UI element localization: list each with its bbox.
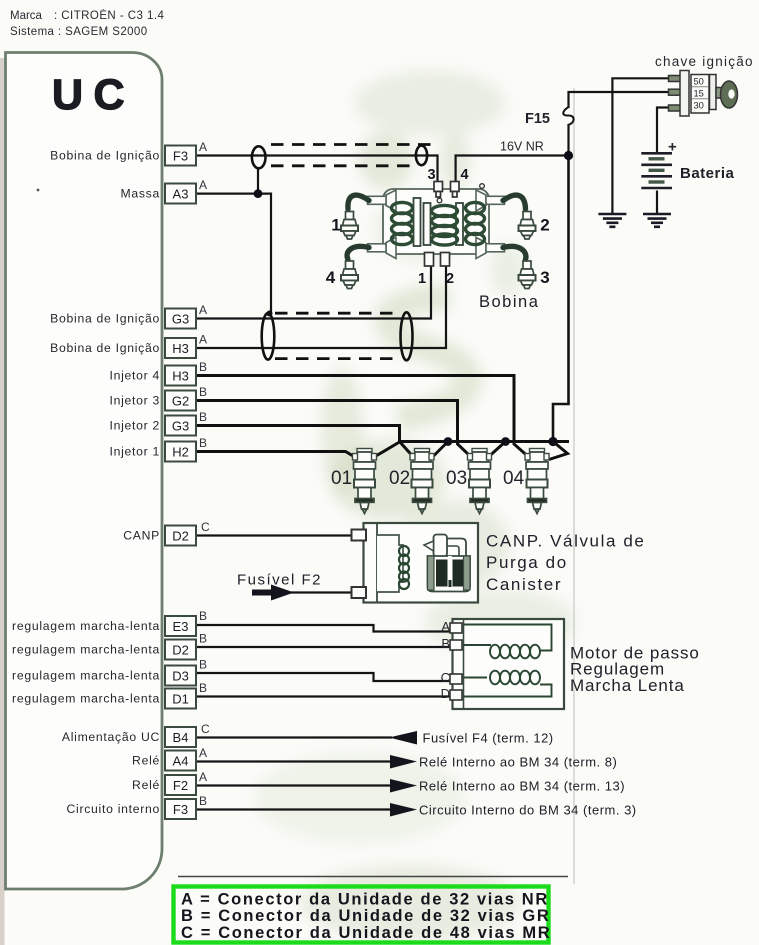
- svg-text:B: B: [199, 385, 207, 399]
- svg-text:A: A: [199, 303, 207, 317]
- svg-text:Bobina de Ignição: Bobina de Ignição: [50, 312, 160, 326]
- svg-text:02: 02: [389, 468, 410, 489]
- svg-text:Injetor 4: Injetor 4: [109, 369, 160, 383]
- svg-text:F15: F15: [525, 111, 550, 127]
- svg-text:Sistema : SAGEM S2000: Sistema : SAGEM S2000: [10, 26, 148, 38]
- svg-text:regulagem marcha-lenta: regulagem marcha-lenta: [12, 669, 160, 683]
- svg-text:A: A: [199, 178, 207, 192]
- svg-text:B: B: [199, 609, 207, 623]
- svg-text:B4: B4: [173, 730, 189, 745]
- svg-text:Relé: Relé: [132, 778, 160, 792]
- svg-text:F2: F2: [173, 778, 188, 793]
- svg-text:A: A: [199, 746, 207, 760]
- svg-text:B = Conector da Unidade de 32: B = Conector da Unidade de 32 vias GR: [181, 907, 550, 925]
- svg-text:2: 2: [446, 271, 454, 287]
- svg-text:G3: G3: [172, 419, 189, 434]
- svg-text:H3: H3: [172, 341, 189, 356]
- svg-text:H3: H3: [172, 369, 189, 384]
- svg-text:A: A: [441, 619, 450, 634]
- svg-text:Motor de passo: Motor de passo: [570, 644, 700, 663]
- svg-text:16V NR: 16V NR: [500, 140, 544, 154]
- svg-text:04: 04: [503, 468, 525, 489]
- svg-text:A: A: [199, 333, 207, 347]
- svg-text:15: 15: [694, 88, 704, 98]
- svg-text:A: A: [199, 770, 207, 784]
- svg-text:C = Conector da Unidade de 48: C = Conector da Unidade de 48 vias MR: [181, 924, 551, 942]
- svg-text:1: 1: [418, 271, 426, 287]
- svg-text:CANP: CANP: [123, 529, 160, 543]
- svg-text:01: 01: [331, 468, 352, 489]
- svg-text:Purga do: Purga do: [486, 553, 568, 572]
- svg-text:Injetor 3: Injetor 3: [109, 394, 160, 408]
- svg-text:Massa: Massa: [121, 187, 161, 201]
- svg-text:03: 03: [446, 468, 467, 489]
- svg-text:D1: D1: [172, 692, 189, 707]
- svg-text:A = Conector da Unidade de 32: A = Conector da Unidade de 32 vias NR: [181, 891, 549, 909]
- svg-text:Alimentação UC: Alimentação UC: [62, 730, 160, 744]
- svg-text:C: C: [201, 722, 210, 736]
- svg-text:2: 2: [540, 216, 549, 235]
- svg-text:Regulagem: Regulagem: [570, 660, 665, 679]
- svg-text:Circuito interno: Circuito interno: [67, 802, 160, 816]
- svg-text:D2: D2: [172, 643, 189, 658]
- svg-text:Fusível F2: Fusível F2: [237, 572, 322, 589]
- svg-text:B: B: [199, 658, 207, 672]
- svg-text:30: 30: [694, 100, 704, 110]
- svg-text:A4: A4: [173, 754, 189, 769]
- svg-text:D2: D2: [172, 529, 189, 544]
- svg-text:Injetor 1: Injetor 1: [109, 445, 160, 459]
- svg-text:E3: E3: [173, 619, 189, 634]
- svg-text:Circuito Interno do BM 34 (ter: Circuito Interno do BM 34 (term. 3): [419, 803, 637, 818]
- svg-text:regulagem marcha-lenta: regulagem marcha-lenta: [12, 643, 160, 657]
- svg-text:Relé Interno ao BM 34 (term. 1: Relé Interno ao BM 34 (term. 13): [419, 779, 625, 794]
- svg-text:C: C: [441, 670, 450, 685]
- svg-text:B: B: [199, 794, 207, 808]
- svg-text:+: +: [668, 139, 677, 156]
- svg-text:B: B: [199, 632, 207, 646]
- svg-text:A: A: [199, 140, 207, 154]
- svg-text:: CITROÉN - C3 1.4: : CITROÉN - C3 1.4: [54, 9, 164, 22]
- svg-text:B: B: [441, 636, 450, 651]
- svg-text:Relé Interno ao BM 34 (term. 8: Relé Interno ao BM 34 (term. 8): [419, 755, 617, 770]
- svg-text:Fusível F4 (term. 12): Fusível F4 (term. 12): [423, 731, 554, 746]
- svg-text:B: B: [199, 681, 207, 695]
- svg-text:4: 4: [326, 268, 336, 287]
- svg-text:Relé: Relé: [132, 754, 160, 768]
- svg-text:Marca: Marca: [10, 10, 43, 22]
- svg-text:4: 4: [460, 167, 468, 183]
- svg-text:3: 3: [540, 268, 549, 287]
- svg-text:F3: F3: [173, 149, 188, 164]
- svg-text:G2: G2: [172, 394, 189, 409]
- svg-text:50: 50: [694, 76, 704, 86]
- svg-text:Injetor 2: Injetor 2: [109, 419, 160, 433]
- svg-text:3: 3: [427, 167, 435, 183]
- svg-text:B: B: [199, 436, 207, 450]
- svg-text:chave ignição: chave ignição: [655, 54, 754, 69]
- svg-text:B: B: [199, 410, 207, 424]
- svg-text:D3: D3: [172, 669, 189, 684]
- svg-text:Bobina de Ignição: Bobina de Ignição: [50, 341, 160, 355]
- svg-text:Bateria: Bateria: [680, 165, 735, 182]
- svg-text:F3: F3: [173, 802, 188, 817]
- svg-text:1: 1: [331, 216, 340, 235]
- svg-text:Marcha Lenta: Marcha Lenta: [570, 676, 685, 695]
- svg-text:H2: H2: [172, 445, 189, 460]
- svg-text:Bobina: Bobina: [479, 293, 539, 311]
- svg-text:G3: G3: [172, 312, 189, 327]
- svg-text:B: B: [199, 360, 207, 374]
- svg-text:regulagem marcha-lenta: regulagem marcha-lenta: [12, 619, 160, 633]
- svg-text:C: C: [201, 520, 210, 534]
- svg-text:Canister: Canister: [486, 575, 562, 594]
- svg-text:CANP. Válvula de: CANP. Válvula de: [486, 532, 645, 551]
- svg-text:A3: A3: [173, 187, 189, 202]
- svg-text:Bobina de Ignição: Bobina de Ignição: [50, 149, 160, 163]
- svg-text:UC: UC: [52, 71, 135, 119]
- svg-text:D: D: [441, 686, 450, 701]
- svg-text:regulagem marcha-lenta: regulagem marcha-lenta: [12, 692, 160, 706]
